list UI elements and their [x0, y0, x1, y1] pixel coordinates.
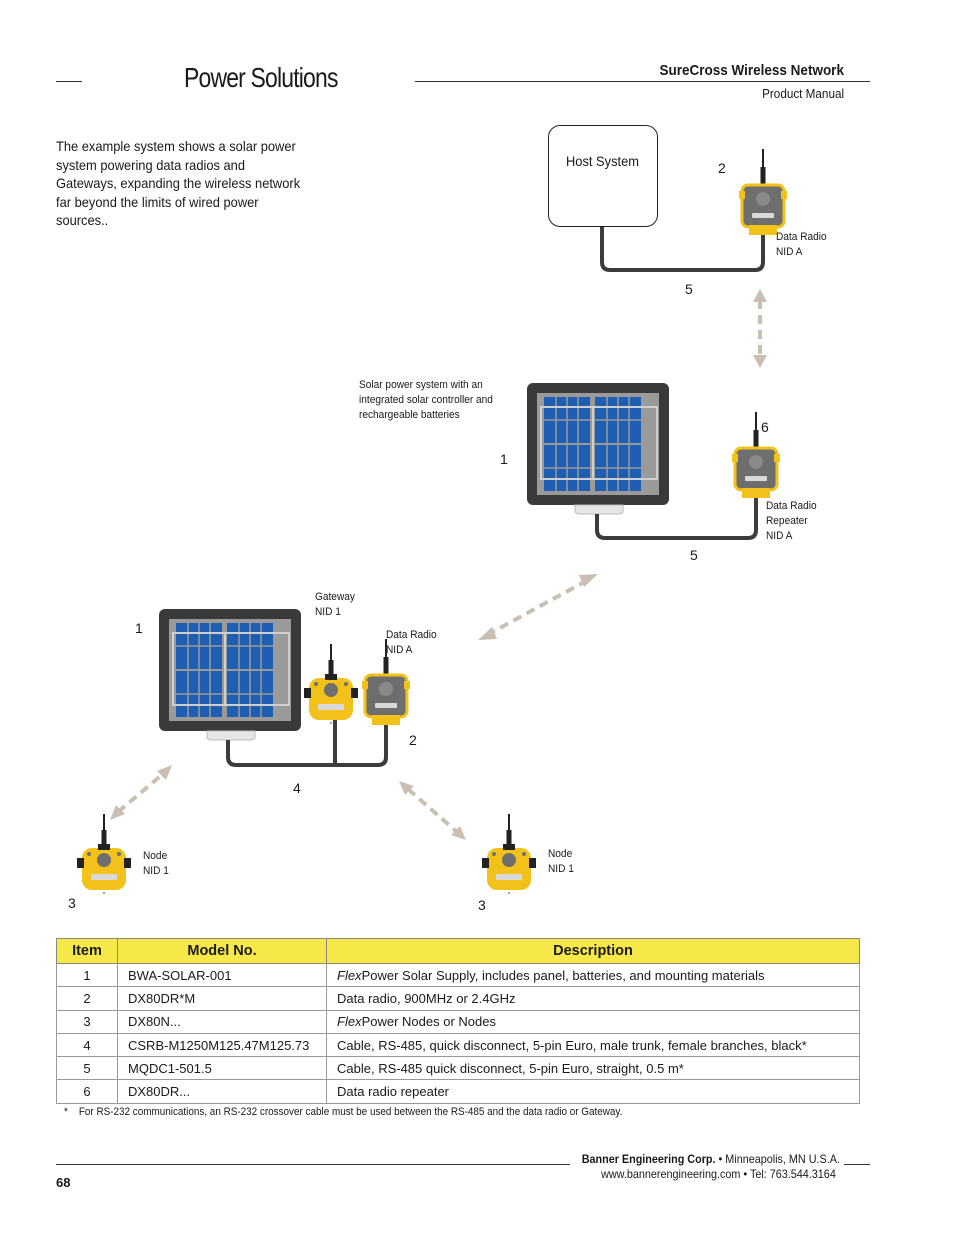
label-solar-description: Solar power system with an integrated so… — [359, 379, 493, 421]
product-name: SureCross Wireless Network — [659, 62, 844, 79]
table-row: 2 DX80DR*M Data radio, 900MHz or 2.4GHz — [56, 986, 860, 1011]
cell-description-text: Cable, RS-485, quick disconnect, 5-pin E… — [337, 1037, 807, 1053]
cable-solar-to-repeater — [595, 495, 758, 540]
cell-description: Cable, RS-485, quick disconnect, 5-pin E… — [326, 1032, 860, 1058]
repeater-device — [730, 410, 782, 500]
cell-item: 5 — [56, 1056, 118, 1081]
cell-description-text: Power Solar Supply, includes panel, batt… — [361, 967, 765, 983]
label-repeater: Data Radio Repeater NID A — [766, 500, 817, 542]
label-data-radio-mid: Data Radio NID A — [386, 629, 437, 656]
product-manual-label: Product Manual — [762, 86, 844, 101]
col-header-item: Item — [56, 938, 118, 964]
cell-description-text: Cable, RS-485 quick disconnect, 5-pin Eu… — [337, 1060, 684, 1076]
table-footnote: * For RS-232 communications, an RS-232 c… — [64, 1106, 622, 1118]
callout-2-top: 2 — [718, 160, 726, 176]
callout-1-right: 1 — [500, 451, 508, 467]
host-system-box — [548, 125, 658, 227]
callout-3-right: 3 — [478, 897, 486, 913]
callout-2-mid: 2 — [409, 732, 417, 748]
cell-description-text: Data radio, 900MHz or 2.4GHz — [337, 990, 516, 1006]
cell-item: 1 — [56, 962, 118, 988]
cable-trunk — [226, 718, 388, 767]
col-header-description: Description — [326, 938, 860, 964]
cell-item: 2 — [56, 986, 118, 1011]
footer-location: • Minneapolis, MN U.S.A. — [715, 1152, 840, 1166]
node-left-device — [76, 813, 132, 895]
footer-contact: www.bannerengineering.com • Tel: 763.544… — [601, 1167, 836, 1181]
table-row: 1 BWA-SOLAR-001 FlexPower Solar Supply, … — [56, 962, 860, 988]
table-row: 4 CSRB-M1250M125.47M125.73 Cable, RS-485… — [56, 1032, 860, 1058]
callout-3-left: 3 — [68, 895, 76, 911]
cell-model: DX80DR*M — [117, 986, 327, 1011]
cell-description-italic: Flex — [337, 1014, 362, 1030]
footer-company: Banner Engineering Corp. • Minneapolis, … — [582, 1152, 840, 1166]
node-right-device — [481, 813, 537, 895]
label-node-right: Node NID 1 — [548, 848, 574, 875]
table-row: 6 DX80DR... Data radio repeater — [56, 1079, 860, 1104]
cell-model: CSRB-M1250M125.47M125.73 — [117, 1032, 327, 1058]
data-radio-top-device — [737, 147, 789, 237]
gateway-device — [303, 643, 359, 725]
callout-6: 6 — [761, 419, 769, 435]
intro-paragraph: The example system shows a solar power s… — [56, 138, 301, 228]
label-gateway: Gateway NID 1 — [315, 591, 355, 618]
callout-5-top: 5 — [685, 281, 693, 297]
cell-model: DX80N... — [117, 1009, 327, 1034]
cell-model: BWA-SOLAR-001 — [117, 962, 327, 988]
cell-item: 3 — [56, 1009, 118, 1034]
table-header-row: Item Model No. Description — [56, 938, 860, 964]
footer-rule-right — [844, 1164, 870, 1165]
page-title: Power Solutions — [184, 62, 338, 93]
host-system-label: Host System — [566, 153, 640, 169]
footer-company-name: Banner Engineering Corp. — [581, 1152, 716, 1166]
solar-panel-left — [158, 608, 302, 741]
solar-panel-right — [526, 382, 670, 515]
label-data-radio-top: Data Radio NID A — [776, 231, 827, 258]
header-rule-right — [415, 81, 870, 82]
cell-item: 4 — [56, 1032, 118, 1058]
cell-item: 6 — [56, 1079, 118, 1104]
cell-description: FlexPower Solar Supply, includes panel, … — [326, 962, 860, 988]
callout-5-mid: 5 — [690, 547, 698, 563]
link-arrow-left — [116, 771, 166, 814]
cell-model: MQDC1-501.5 — [117, 1056, 327, 1081]
table-row: 3 DX80N... FlexPower Nodes or Nodes — [56, 1009, 860, 1034]
items-table: Item Model No. Description 1 BWA-SOLAR-0… — [56, 938, 860, 1104]
link-arrow-mid — [486, 578, 589, 637]
footer-rule-main — [56, 1164, 570, 1165]
cell-description: FlexPower Nodes or Nodes — [326, 1009, 860, 1034]
callout-4: 4 — [293, 780, 301, 796]
link-arrow-right — [406, 787, 459, 834]
footnote-text: For RS-232 communications, an RS-232 cro… — [78, 1106, 623, 1118]
cell-description-text: Data radio repeater — [337, 1084, 450, 1100]
cell-description: Cable, RS-485 quick disconnect, 5-pin Eu… — [326, 1056, 860, 1081]
cell-model: DX80DR... — [117, 1079, 327, 1104]
cell-description: Data radio repeater — [326, 1079, 860, 1104]
page-number: 68 — [56, 1175, 71, 1190]
table-row: 5 MQDC1-501.5 Cable, RS-485 quick discon… — [56, 1056, 860, 1081]
col-header-model: Model No. — [117, 938, 327, 964]
header-rule-left — [56, 81, 82, 82]
cell-description: Data radio, 900MHz or 2.4GHz — [326, 986, 860, 1011]
callout-1-left: 1 — [135, 620, 143, 636]
cable-host-to-radio — [600, 225, 765, 272]
cell-description-italic: Flex — [337, 967, 362, 983]
cell-description-text: Power Nodes or Nodes — [361, 1014, 496, 1030]
footnote-mark: * — [64, 1106, 68, 1118]
label-node-left: Node NID 1 — [143, 850, 169, 877]
